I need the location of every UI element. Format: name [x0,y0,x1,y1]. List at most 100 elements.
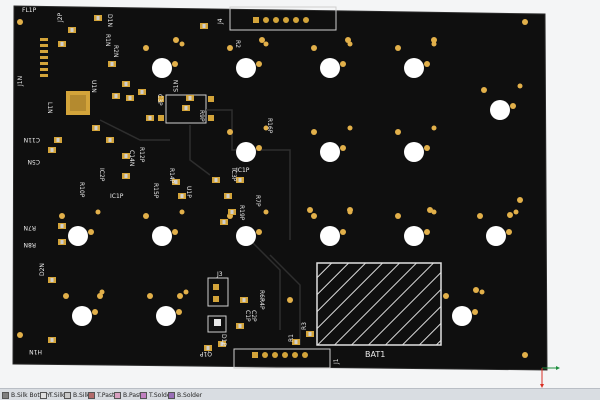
switch-holes [68,58,510,326]
silk-u1p: U1P [185,186,192,198]
silk-r7p: R7P [254,195,261,207]
layer-label: B.Solder [177,391,203,399]
smd-passive-body [70,28,74,32]
layer-item-b-paste[interactable]: B.Paste [114,390,145,400]
via-pad [177,293,183,299]
switch-hole [72,306,92,326]
switch-pad [256,61,262,67]
silkscreen-labels: J4 J1 J3 BAT1 S1N R2 R3 R1 R16P R19P R15… [17,7,385,365]
via-pad [97,293,103,299]
component-pad [214,319,221,326]
via-pad [522,352,528,358]
switch-pad [395,213,401,219]
switch-pad [424,229,430,235]
component-outline [207,315,227,333]
switch-hole [320,226,340,246]
switch-pad [513,209,519,215]
smd-passive-body [60,42,64,46]
silk-c11n: C11N [24,136,40,143]
via-pad [17,332,23,338]
layer-item-b-silk[interactable]: B.Silk [64,390,90,400]
silk-r1: R1 [288,334,295,342]
smd-passive-body [50,148,54,152]
smd-passive-body [50,338,54,342]
via-pad [345,37,351,43]
smd-passive-body [124,154,128,158]
smd-passive-body [60,240,64,244]
switch-pad [88,229,94,235]
switch-pad [176,309,182,315]
switch-pad [443,293,449,299]
layer-item-b-solder[interactable]: B.Solder [168,390,202,400]
mcu-chip-center-pad [70,95,86,111]
connector-j1-pins [252,352,308,358]
silk-c2p: C2P [250,310,257,322]
switch-pad [340,145,346,151]
via-pad [427,207,433,213]
switch-hole [404,226,424,246]
smd-passive-body [214,178,218,182]
layer-swatch [2,391,9,399]
switch-pad [311,213,317,219]
silk-r8n: R8N [24,241,36,248]
switch-pad [92,309,98,315]
smd-passive-body [124,174,128,178]
silk-q1p: Q1P [199,350,212,357]
smd-passives [48,15,314,351]
connector-j3-outline [207,277,229,307]
smd-passive-body [184,106,188,110]
silk-bat1: BAT1 [365,350,385,359]
connector-j4-pins [253,17,309,23]
switch-pad [143,213,149,219]
layer-item-t-solder[interactable]: T.Solder [140,390,173,400]
layer-swatch [168,391,175,399]
layer-label: T.Solder [149,391,173,399]
silk-fl1p: FL1P [22,7,37,14]
silk-d1n: D1N [106,14,113,27]
switch-pad [183,289,189,295]
switch-hole [236,58,256,78]
smd-passive-body [128,96,132,100]
silk-r4p: R4P [258,298,265,310]
layer-item-b-silk-bottom[interactable]: B.Silk Bottom [2,390,52,400]
silk-ic1p: IC1P [110,193,124,200]
switch-pad [311,129,317,135]
via-pad [507,212,513,218]
layer-item-t-silk[interactable]: T.Silk [40,390,64,400]
smd-passive-body [96,16,100,20]
switch-pad [424,61,430,67]
smd-passive-body [94,126,98,130]
layer-status-bar: B.Silk Bottom T.Silk B.Silk T.Paste B.Pa… [0,388,600,400]
usb-connector-pads [40,38,48,77]
layer-swatch [64,391,71,399]
switch-pad [227,129,233,135]
silk-r16p: R16P [266,118,273,134]
smd-passive-body [174,180,178,184]
smd-passive-body [180,194,184,198]
silk-j1: J1 [333,358,340,365]
silk-j3: J3 [216,271,223,278]
smd-passive-body [114,94,118,98]
switch-pad [311,45,317,51]
switch-pad [95,209,101,215]
switch-pad [172,229,178,235]
pcb-viewer-canvas[interactable]: J4 J1 J3 BAT1 S1N R2 R3 R1 R16P R19P R15… [0,0,600,388]
smd-passive-body [238,324,242,328]
switch-hole [452,306,472,326]
silk-r7n: R7N [24,224,36,231]
layer-item-t-paste[interactable]: T.Paste [88,390,118,400]
switch-pad [347,125,353,131]
silk-ic2p: IC2P [98,168,105,182]
switch-pad [395,129,401,135]
layer-swatch [40,391,47,399]
silk-h1n: H1N [29,348,42,355]
layer-label: B.Silk [73,391,90,399]
silk-r3: R3 [301,322,308,330]
connector-j1-outline [233,348,331,369]
switch-pad [340,229,346,235]
silk-r9p: R9P [198,110,205,122]
battery-bat1-area [316,262,442,346]
switch-pad [227,45,233,51]
switch-pad [431,125,437,131]
pcb-traces [99,109,301,345]
